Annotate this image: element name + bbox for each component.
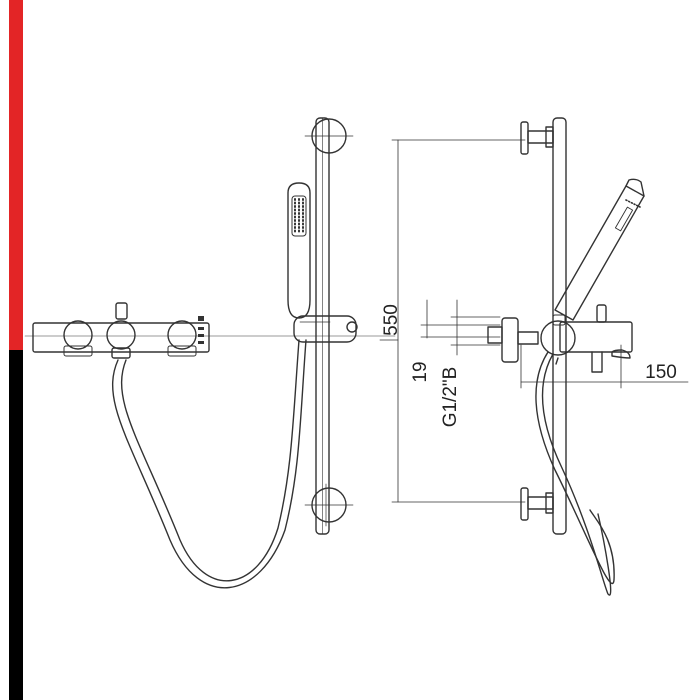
- side-view: [487, 117, 645, 596]
- slider-holder-front: [293, 315, 358, 343]
- slide-rail-front: [304, 117, 354, 535]
- shower-hose-front: [111, 339, 307, 589]
- mixer-body-side: [487, 304, 633, 373]
- dimension-labels: 550 19 G1/2"B 150: [381, 304, 677, 427]
- dimension-lines: [379, 139, 689, 503]
- hand-shower-front: [287, 182, 311, 319]
- black-accent-strip: [9, 350, 23, 700]
- rail-brackets-side: [520, 121, 554, 521]
- hand-shower-side: [554, 178, 645, 321]
- red-accent-strip: [9, 0, 23, 350]
- mixer-body-front: [32, 302, 210, 359]
- dim-offset-19: 19: [410, 361, 431, 382]
- dim-thread-g12b: G1/2"B: [440, 367, 461, 428]
- front-view: [24, 117, 396, 589]
- dim-height-550: 550: [381, 304, 402, 336]
- slide-rail-side: [552, 117, 567, 535]
- dim-projection-150: 150: [645, 362, 677, 383]
- shower-hose-side: [535, 351, 615, 596]
